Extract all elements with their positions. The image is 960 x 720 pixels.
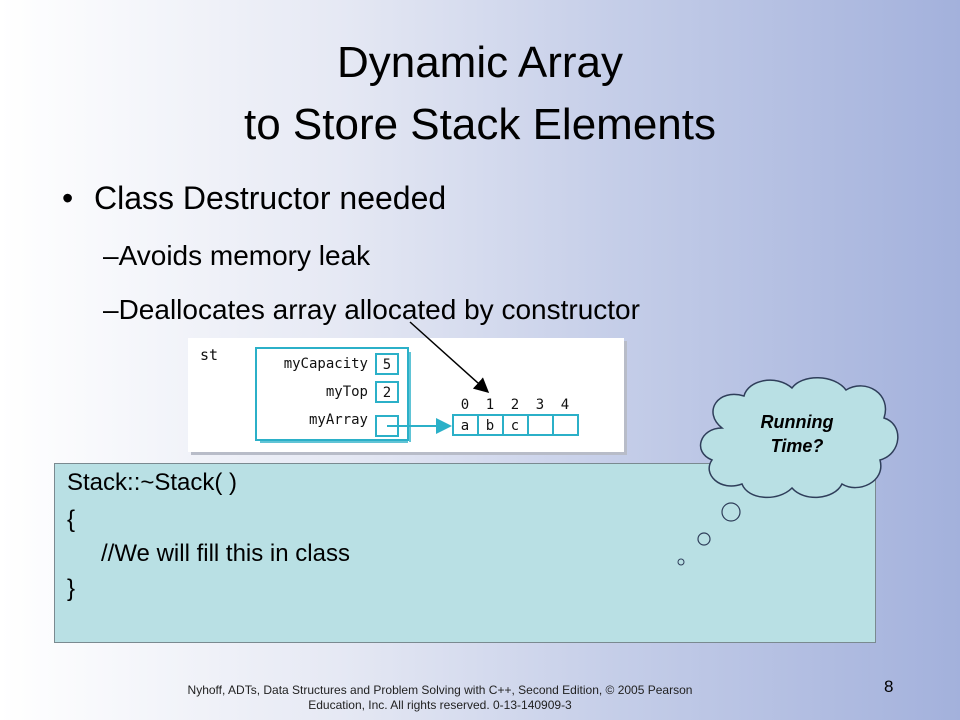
subbullet-text: Deallocates array allocated by construct… [118, 294, 640, 325]
code-line-comment: //We will fill this in class [101, 540, 350, 567]
code-box: Stack::~Stack( ) { //We will fill this i… [54, 463, 876, 643]
array-index: 2 [511, 397, 519, 413]
value-box-mytop [375, 381, 399, 403]
page-number: 8 [884, 677, 894, 696]
slide-title-line2: to Store Stack Elements [244, 100, 716, 149]
code-line-signature: Stack::~Stack( ) [67, 469, 238, 496]
array-index: 3 [536, 397, 544, 413]
array-index: 0 [461, 397, 469, 413]
code-line-close-brace: } [67, 575, 76, 602]
array-index: 1 [486, 397, 494, 413]
value-box-mycapacity [375, 353, 399, 375]
slide-title-line1: Dynamic Array [336, 38, 624, 87]
array-cell-value: c [511, 418, 519, 434]
subbullet-marker: – [103, 294, 119, 325]
array-index: 4 [561, 397, 569, 413]
diagram-svg: st myCapacity myTop myArray 5 2 0 1 2 3 … [200, 346, 579, 443]
bullet-text: Class Destructor needed [94, 180, 447, 216]
bullet-dot-icon: • [62, 180, 74, 216]
array-cell [552, 414, 579, 436]
object-box [255, 347, 409, 441]
callout-text: Running Time? [722, 410, 872, 458]
footer-line2: Education, Inc. All rights reserved. 0-1… [308, 698, 572, 712]
subbullet-1: –Avoids memory leak [103, 238, 370, 274]
callout-line2: Time? [770, 436, 824, 456]
bullet-item: • Class Destructor needed [62, 176, 446, 220]
value-mycapacity: 5 [383, 357, 391, 373]
array-cell [527, 414, 554, 436]
array-cell-value: b [486, 418, 494, 434]
footer-line1: Nyhoff, ADTs, Data Structures and Proble… [187, 683, 693, 697]
footer-citation: Nyhoff, ADTs, Data Structures and Proble… [130, 683, 750, 713]
callout-line1: Running [760, 412, 834, 432]
subbullet-2: –Deallocates array allocated by construc… [103, 292, 640, 328]
diagram-object-label: st [200, 346, 218, 364]
array-cell-value: a [461, 418, 469, 434]
subbullet-text: Avoids memory leak [118, 240, 371, 271]
field-label-mytop: myTop [326, 384, 368, 400]
subbullet-marker: – [103, 240, 119, 271]
stack-memory-diagram: st myCapacity myTop myArray 5 2 0 1 2 3 … [188, 338, 624, 452]
field-label-myarray: myArray [309, 412, 368, 428]
value-mytop: 2 [383, 385, 391, 401]
field-label-mycapacity: myCapacity [284, 356, 368, 372]
code-line-open-brace: { [67, 506, 76, 533]
